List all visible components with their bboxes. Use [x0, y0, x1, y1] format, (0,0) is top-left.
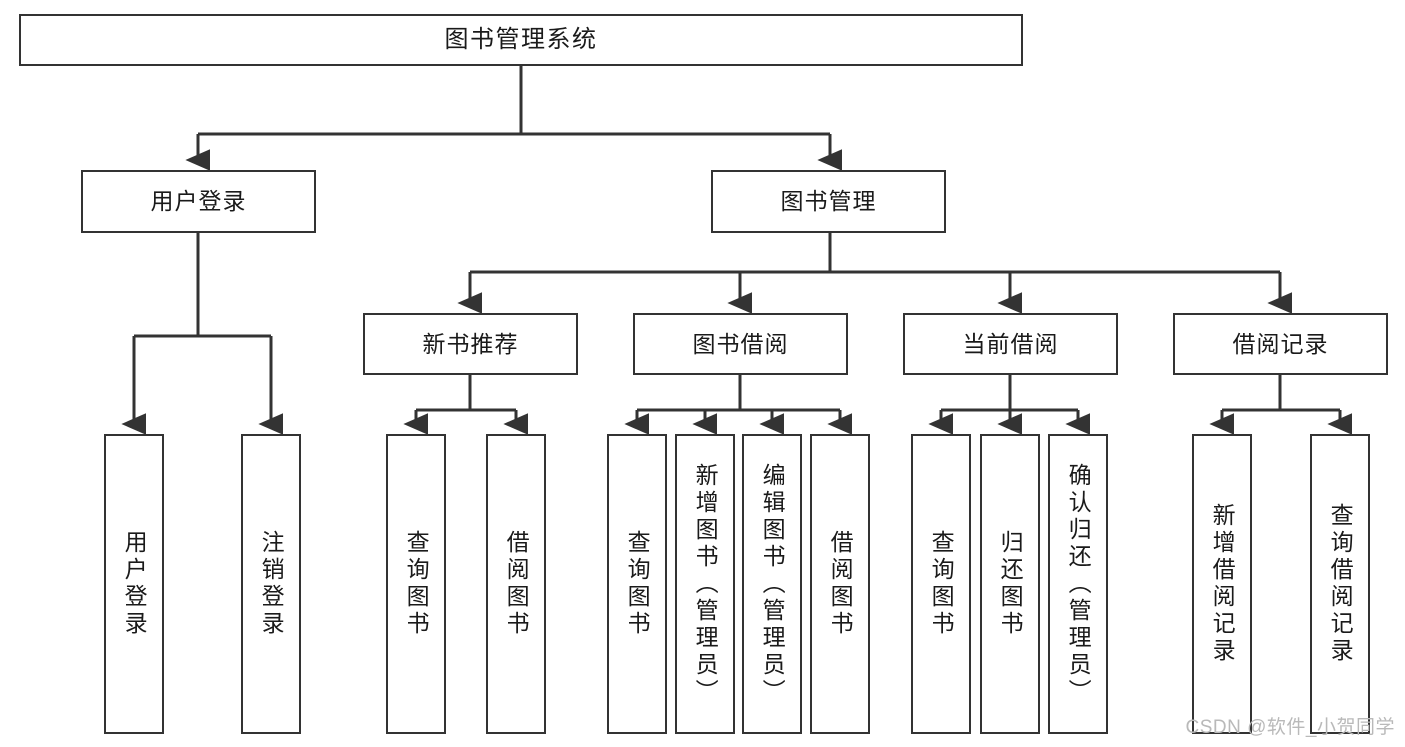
leaf-borrow-books-recommendation[interactable]: 借阅图书: [486, 434, 546, 734]
leaf-query-books-recommendation[interactable]: 查询图书: [386, 434, 446, 734]
leaf-borrow-books-borrowing[interactable]: 借阅图书: [810, 434, 870, 734]
node-label: 新增图书（管理员）: [692, 462, 719, 706]
node-label: 新增借阅记录: [1209, 503, 1236, 665]
node-borrowing-records[interactable]: 借阅记录: [1173, 313, 1388, 375]
leaf-edit-book-admin[interactable]: 编辑图书（管理员）: [742, 434, 802, 734]
node-current-borrowing[interactable]: 当前借阅: [903, 313, 1118, 375]
node-book-management[interactable]: 图书管理: [711, 170, 946, 233]
node-label: 用户登录: [121, 530, 148, 638]
node-label: 用户登录: [150, 188, 247, 214]
leaf-query-borrow-record[interactable]: 查询借阅记录: [1310, 434, 1370, 734]
leaf-add-borrow-record[interactable]: 新增借阅记录: [1192, 434, 1252, 734]
node-label: 借阅图书: [503, 530, 530, 638]
node-label: 图书管理系统: [444, 26, 598, 53]
node-root-book-management-system[interactable]: 图书管理系统: [19, 14, 1023, 66]
leaf-user-login[interactable]: 用户登录: [104, 434, 164, 734]
leaf-query-books-current[interactable]: 查询图书: [911, 434, 971, 734]
leaf-add-book-admin[interactable]: 新增图书（管理员）: [675, 434, 735, 734]
node-book-borrowing[interactable]: 图书借阅: [633, 313, 848, 375]
leaf-logout[interactable]: 注销登录: [241, 434, 301, 734]
node-label: 借阅图书: [827, 530, 854, 638]
node-label: 借阅记录: [1232, 330, 1329, 357]
node-label: 查询图书: [928, 530, 955, 638]
node-label: 图书借阅: [692, 330, 789, 357]
leaf-confirm-return-admin[interactable]: 确认归还（管理员）: [1048, 434, 1108, 734]
node-label: 图书管理: [780, 188, 877, 214]
leaf-return-books[interactable]: 归还图书: [980, 434, 1040, 734]
node-label: 注销登录: [258, 530, 285, 638]
node-label: 确认归还（管理员）: [1065, 462, 1092, 706]
node-label: 编辑图书（管理员）: [759, 462, 786, 706]
watermark-text: CSDN @软件_小贺同学: [1185, 717, 1395, 738]
leaf-query-books-borrowing[interactable]: 查询图书: [607, 434, 667, 734]
node-label: 当前借阅: [962, 330, 1059, 357]
node-new-book-recommendation[interactable]: 新书推荐: [363, 313, 578, 375]
node-label: 查询借阅记录: [1327, 503, 1354, 665]
node-label: 归还图书: [997, 530, 1024, 638]
node-label: 新书推荐: [422, 330, 519, 357]
node-user-login[interactable]: 用户登录: [81, 170, 316, 233]
node-label: 查询图书: [403, 530, 430, 638]
node-label: 查询图书: [624, 530, 651, 638]
